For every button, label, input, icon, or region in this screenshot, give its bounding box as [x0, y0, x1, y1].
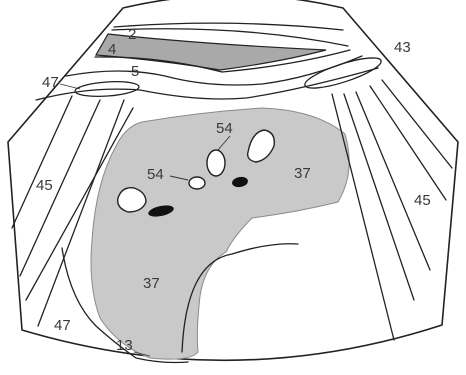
label-47-top: 47 — [42, 74, 59, 91]
label-37-bottom: 37 — [143, 275, 160, 292]
shadow-line-left-1 — [12, 96, 72, 228]
label-45-left: 45 — [36, 177, 53, 194]
label-43: 43 — [394, 39, 411, 56]
cyst-2 — [207, 150, 225, 176]
label-4: 4 — [108, 41, 116, 58]
label-54-left: 54 — [147, 166, 164, 183]
label-5: 5 — [131, 63, 139, 80]
shadow-line-right-1 — [332, 94, 394, 340]
label-54-top: 54 — [216, 120, 233, 137]
label-47-bottom: 47 — [54, 317, 71, 334]
label-37-right: 37 — [294, 165, 311, 182]
shadow-line-right-4 — [370, 86, 446, 200]
label-2: 2 — [128, 26, 136, 43]
leader-47-top — [60, 84, 80, 89]
label-13: 13 — [116, 337, 133, 354]
shadow-line-right-3 — [356, 92, 430, 270]
cyst-4 — [118, 188, 146, 212]
shadow-line-right-2 — [344, 94, 414, 300]
cyst-3 — [189, 177, 205, 189]
label-45-right: 45 — [414, 192, 431, 209]
liver-region — [91, 108, 349, 359]
